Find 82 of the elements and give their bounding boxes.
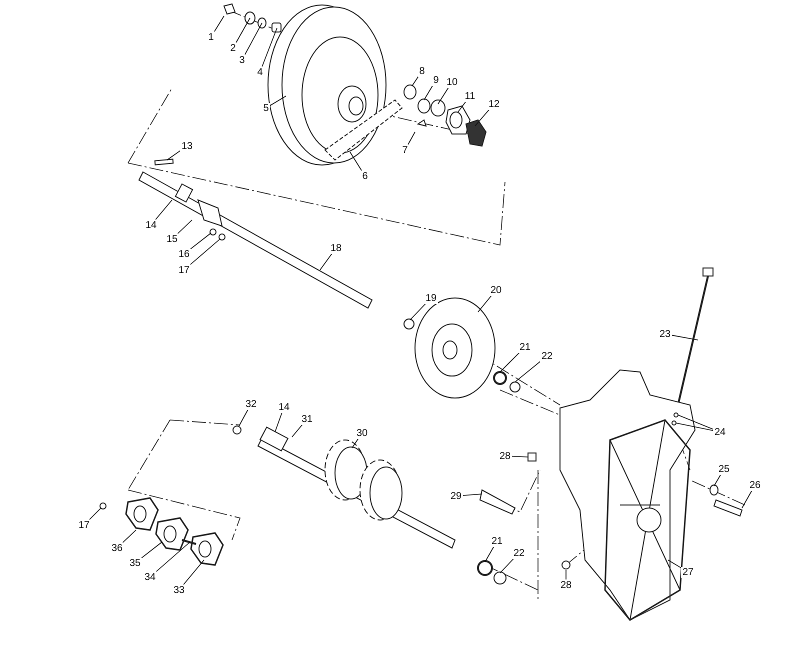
- leader-line: [514, 360, 541, 382]
- callout-number: 11: [464, 90, 476, 102]
- callout-number: 30: [355, 428, 369, 438]
- callout-number: 33: [172, 584, 186, 596]
- callout-number: 16: [177, 248, 191, 260]
- leader-line: [244, 22, 262, 55]
- leader-line: [500, 558, 514, 574]
- leader-line: [238, 409, 248, 426]
- callout-number: 34: [143, 572, 157, 582]
- leader-line: [676, 422, 714, 432]
- leader-line: [350, 152, 362, 171]
- leader-line: [474, 109, 490, 126]
- leader-line: [274, 412, 282, 432]
- leader-line: [412, 76, 419, 86]
- callout-number: 5: [262, 102, 270, 114]
- callout-number: 32: [244, 398, 258, 410]
- leader-line: [122, 530, 136, 543]
- leader-line: [183, 560, 204, 585]
- leader-line: [671, 334, 698, 340]
- leader-line: [742, 490, 752, 508]
- callout-number: 3: [238, 54, 246, 66]
- callout-number: 8: [418, 66, 426, 76]
- callout-number: 20: [489, 284, 503, 296]
- callout-number: 6: [361, 170, 369, 182]
- callout-number: 29: [449, 490, 463, 502]
- leader-line: [292, 424, 303, 438]
- callout-number: 15: [165, 234, 179, 244]
- leader-line: [352, 438, 359, 448]
- callout-number: 9: [432, 74, 440, 86]
- callout-number: 1: [207, 32, 215, 42]
- callout-number: 7: [401, 144, 409, 156]
- callout-number: 28: [559, 580, 573, 590]
- leader-line: [511, 456, 528, 458]
- leader-line: [462, 494, 482, 496]
- leader-line: [214, 16, 224, 32]
- callout-number: 22: [512, 548, 526, 558]
- callout-number: 31: [300, 414, 314, 424]
- leader-line: [438, 87, 449, 104]
- leader-line: [166, 150, 181, 160]
- callout-number: 28: [498, 450, 512, 462]
- callout-number: 10: [445, 76, 459, 88]
- callout-number: 24: [713, 426, 727, 438]
- callout-number: 22: [540, 350, 554, 362]
- leader-line: [190, 238, 220, 265]
- callout-number: 35: [128, 558, 142, 568]
- callout-number: 19: [424, 292, 438, 304]
- leader-line: [478, 295, 492, 312]
- callout-number: 25: [717, 464, 731, 474]
- leader-line: [89, 508, 102, 520]
- leader-line: [714, 474, 722, 486]
- callout-number: 4: [256, 66, 264, 78]
- leader-line: [141, 542, 162, 558]
- callout-number: 14: [277, 402, 291, 412]
- callout-number: 13: [180, 140, 194, 152]
- callout-number: 17: [177, 264, 191, 276]
- leader-line: [668, 560, 682, 568]
- leader-line: [484, 546, 494, 562]
- callout-number: 21: [490, 536, 504, 546]
- callout-number: 23: [658, 328, 672, 340]
- leader-line: [458, 101, 466, 112]
- leader-line: [500, 352, 520, 372]
- leader-line: [177, 220, 192, 234]
- leader-line: [190, 232, 212, 250]
- callout-number: 18: [329, 242, 343, 254]
- callout-number: 2: [229, 42, 237, 54]
- callout-number: 27: [681, 566, 695, 578]
- leader-line: [269, 96, 286, 106]
- leader-line: [320, 253, 332, 270]
- leader-line: [408, 132, 416, 145]
- leader-line: [156, 542, 190, 572]
- callout-number: 17: [77, 520, 91, 530]
- leader-line: [262, 28, 278, 67]
- callout-number: 26: [748, 480, 762, 490]
- leader-line: [410, 303, 426, 320]
- leader-line: [155, 200, 172, 220]
- leader-line: [678, 414, 714, 430]
- callout-number: 21: [518, 342, 532, 352]
- callout-number: 14: [144, 220, 158, 230]
- callout-number: 36: [110, 542, 124, 554]
- leader-line: [236, 18, 250, 43]
- leader-line: [424, 85, 434, 100]
- callout-number: 12: [487, 98, 501, 110]
